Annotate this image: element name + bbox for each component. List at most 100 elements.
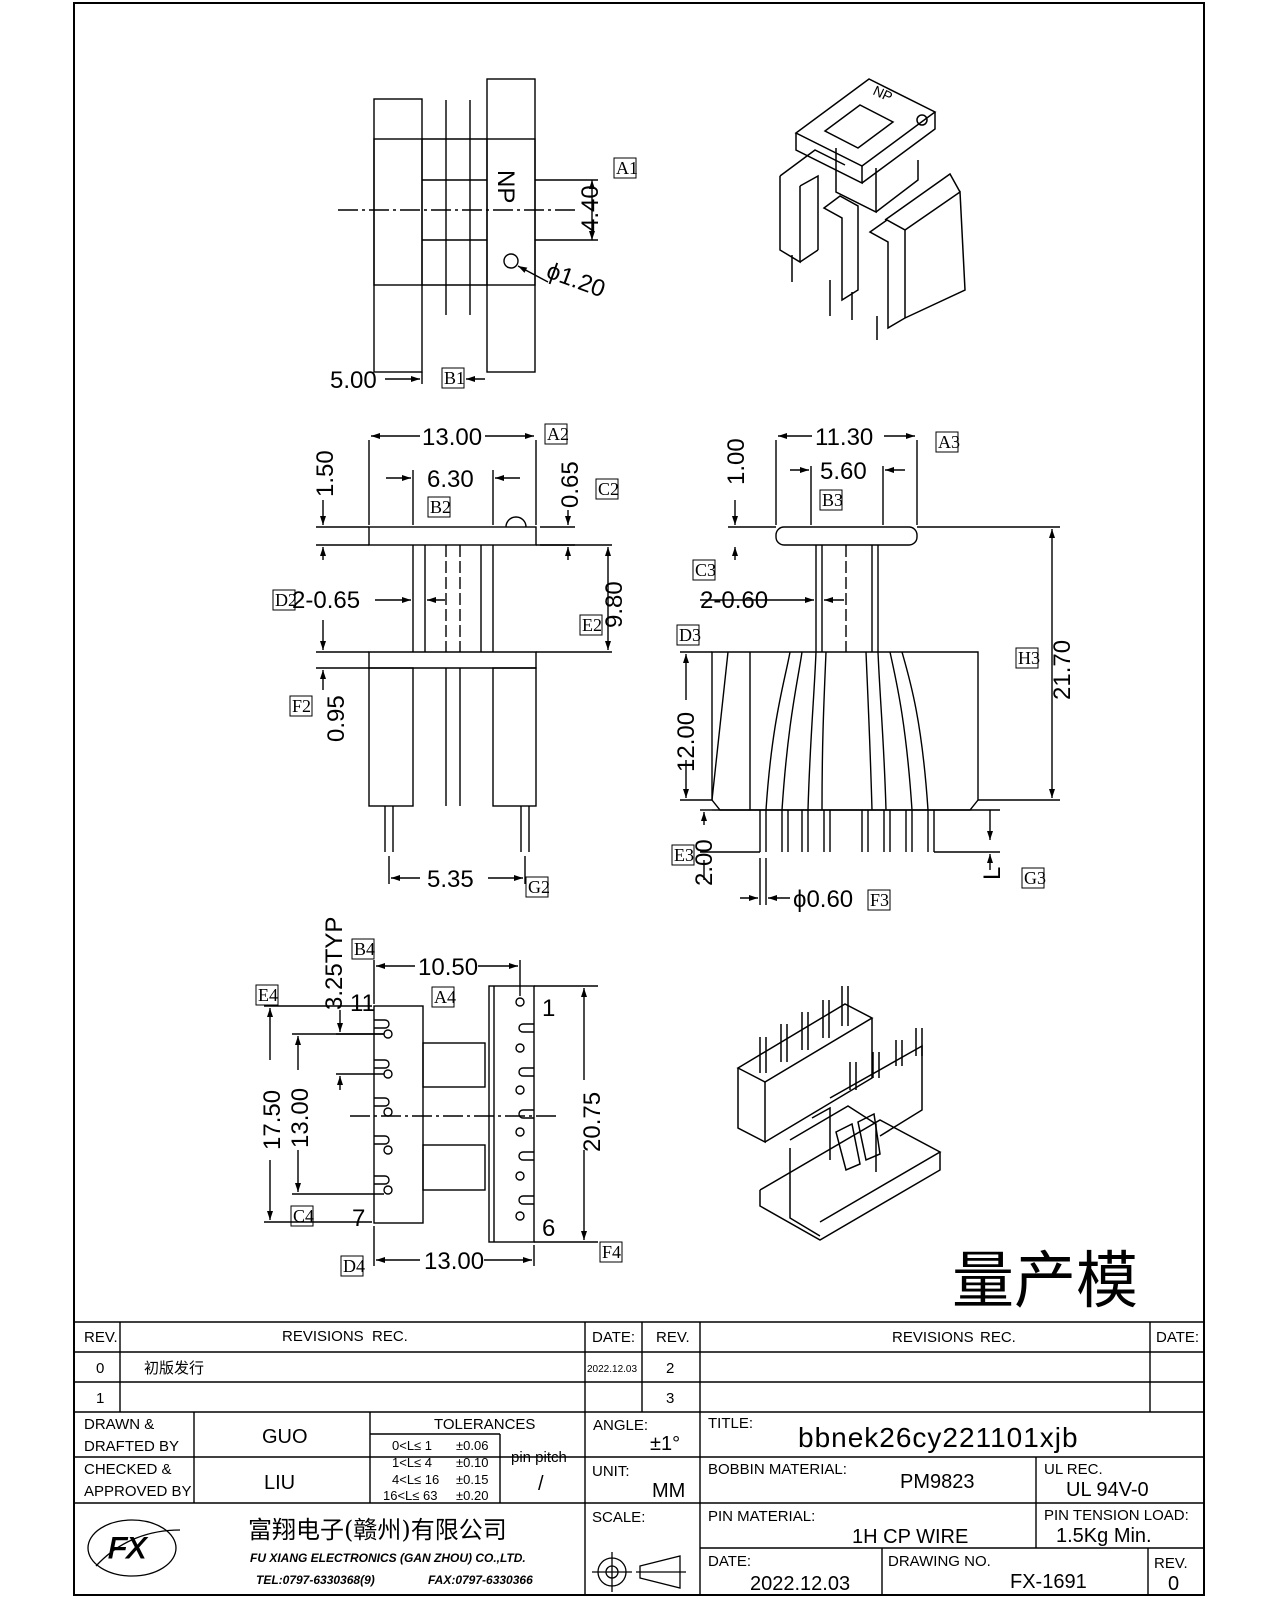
dim-h065-value: 0.65 bbox=[557, 461, 584, 508]
dim-w535-value: 5.35 bbox=[427, 866, 474, 893]
company-logo-text: FX bbox=[108, 1532, 147, 1565]
checked-value: LIU bbox=[264, 1472, 295, 1494]
dim-h200-value: 2.00 bbox=[691, 839, 718, 886]
rev-header-2: REV. bbox=[656, 1329, 690, 1346]
rev-row-0-rev2: 2 bbox=[666, 1360, 674, 1377]
reference-tags bbox=[255, 157, 1045, 1277]
dim-h095-value: 0.95 bbox=[323, 695, 350, 742]
tag-e3: E3 bbox=[674, 845, 694, 865]
pin-number-6: 6 bbox=[542, 1215, 555, 1242]
rev-row-0-date: 2022.12.03 bbox=[587, 1364, 637, 1375]
tag-c3: C3 bbox=[695, 560, 716, 580]
np-mark: NP bbox=[492, 170, 519, 203]
rev-row-1-rev: 1 bbox=[96, 1390, 104, 1407]
side-view-left bbox=[316, 433, 612, 884]
tag-a3: A3 bbox=[938, 432, 960, 452]
mass-production-stamp: 量产模 bbox=[952, 1244, 1138, 1317]
rev-value: 0 bbox=[1168, 1573, 1179, 1595]
dim-d22-value: 2-0.65 bbox=[292, 587, 360, 614]
pin-pitch-value: / bbox=[538, 1473, 544, 1495]
dim-h2170-value: 21.70 bbox=[1049, 640, 1076, 700]
tag-b1: B1 bbox=[444, 368, 465, 388]
dim-w13a-value: 13.00 bbox=[422, 424, 482, 451]
tag-b3: B3 bbox=[822, 490, 843, 510]
angle-label: ANGLE: bbox=[593, 1417, 648, 1434]
tol-0-value: ±0.06 bbox=[456, 1438, 488, 1453]
dim-w560-value: 5.60 bbox=[820, 458, 867, 485]
dim-w13b-value: 13.00 bbox=[424, 1248, 484, 1275]
tag-e2: E2 bbox=[582, 615, 602, 635]
tol-2-range: 4<L≤ 16 bbox=[392, 1472, 439, 1487]
date-header-1: DATE: bbox=[592, 1329, 635, 1346]
company-name-en: FU XIANG ELECTRONICS (GAN ZHOU) CO.,LTD. bbox=[250, 1551, 526, 1565]
company-name-cn: 富翔电子(赣州)有限公司 bbox=[248, 1516, 507, 1544]
title-value: bbnek26cy221101xjb bbox=[798, 1422, 1079, 1453]
dim-h2075-value: 20.75 bbox=[579, 1092, 606, 1152]
tag-d2: D2 bbox=[275, 590, 297, 610]
unit-value: MM bbox=[652, 1480, 685, 1502]
tol-0-range: 0<L≤ 1 bbox=[392, 1438, 432, 1453]
tag-f2: F2 bbox=[292, 696, 311, 716]
dim-h1750-value: 17.50 bbox=[259, 1090, 286, 1150]
drawn-label-2: DRAFTED BY bbox=[84, 1438, 179, 1455]
date-label: DATE: bbox=[708, 1553, 751, 1570]
tol-3-value: ±0.20 bbox=[456, 1488, 488, 1503]
tag-b2: B2 bbox=[430, 497, 451, 517]
tag-b4: B4 bbox=[354, 939, 375, 959]
date-value: 2022.12.03 bbox=[750, 1573, 850, 1595]
drawn-label-1: DRAWN & bbox=[84, 1416, 154, 1433]
dim-w630-value: 6.30 bbox=[427, 466, 474, 493]
rev-row-0-text: 初版发行 bbox=[144, 1359, 204, 1377]
dim-l-label: L bbox=[979, 867, 1006, 880]
tag-c2: C2 bbox=[598, 479, 619, 499]
dim-d260-value: 2-0.60 bbox=[700, 587, 768, 614]
rev-row-1-rev2: 3 bbox=[666, 1390, 674, 1407]
dim-h150-value: 1.50 bbox=[312, 450, 339, 497]
pin-material-label: PIN MATERIAL: bbox=[708, 1508, 815, 1525]
tag-c4: C4 bbox=[293, 1206, 314, 1226]
rev-header: REV. bbox=[84, 1329, 118, 1346]
isometric-view-bottom bbox=[736, 986, 942, 1241]
pin-number-1: 1 bbox=[542, 995, 555, 1022]
drawing-no-value: FX-1691 bbox=[1010, 1571, 1087, 1593]
pin-number-7: 7 bbox=[352, 1205, 365, 1232]
dim-h1200-value: 12.00 bbox=[673, 712, 700, 772]
dim-h100-value: 1.00 bbox=[723, 438, 750, 485]
angle-value: ±1° bbox=[650, 1433, 680, 1455]
scale-label: SCALE: bbox=[592, 1509, 645, 1526]
dim-typ-value: 3.25TYP bbox=[321, 917, 348, 1010]
tag-g3: G3 bbox=[1024, 868, 1046, 888]
tol-2-value: ±0.15 bbox=[456, 1472, 488, 1487]
iso-np-mark: NP bbox=[871, 82, 895, 105]
pin-material-value: 1H CP WIRE bbox=[852, 1526, 968, 1548]
tag-d4: D4 bbox=[343, 1256, 365, 1276]
company-fax: FAX:0797-6330366 bbox=[428, 1573, 533, 1587]
sheet-border bbox=[73, 2, 1205, 1596]
dim-h1300-value: 13.00 bbox=[287, 1088, 314, 1148]
tag-a2: A2 bbox=[547, 424, 569, 444]
checked-label-1: CHECKED & bbox=[84, 1461, 172, 1478]
tag-f3: F3 bbox=[870, 890, 889, 910]
drawing-no-label: DRAWING NO. bbox=[888, 1553, 991, 1570]
isometric-view-top bbox=[779, 78, 966, 340]
tag-a4: A4 bbox=[434, 987, 456, 1007]
tolerances-label: TOLERANCES bbox=[434, 1416, 535, 1433]
dim-b1-value: 5.00 bbox=[330, 367, 377, 394]
title-block-text: REV. REVISIONS REC. DATE: REV. REVISIONS… bbox=[84, 1328, 1199, 1595]
tag-g2: G2 bbox=[528, 877, 550, 897]
ul-label: UL REC. bbox=[1044, 1461, 1103, 1478]
rev-label: REV. bbox=[1154, 1555, 1188, 1572]
unit-label: UNIT: bbox=[592, 1463, 630, 1480]
title-label: TITLE: bbox=[708, 1415, 753, 1432]
bobbin-value: PM9823 bbox=[900, 1471, 975, 1493]
drawn-value: GUO bbox=[262, 1426, 308, 1448]
dim-w1050-value: 10.50 bbox=[418, 954, 478, 981]
title-block-lines bbox=[74, 1321, 1204, 1595]
ul-value: UL 94V-0 bbox=[1066, 1479, 1149, 1501]
bobbin-label: BOBBIN MATERIAL: bbox=[708, 1461, 847, 1478]
pin-number-11: 11 bbox=[350, 990, 375, 1017]
tension-label: PIN TENSION LOAD: bbox=[1044, 1507, 1189, 1524]
company-logo: FX bbox=[87, 1519, 181, 1577]
tension-value: 1.5Kg Min. bbox=[1056, 1525, 1152, 1547]
tag-e4: E4 bbox=[258, 985, 278, 1005]
